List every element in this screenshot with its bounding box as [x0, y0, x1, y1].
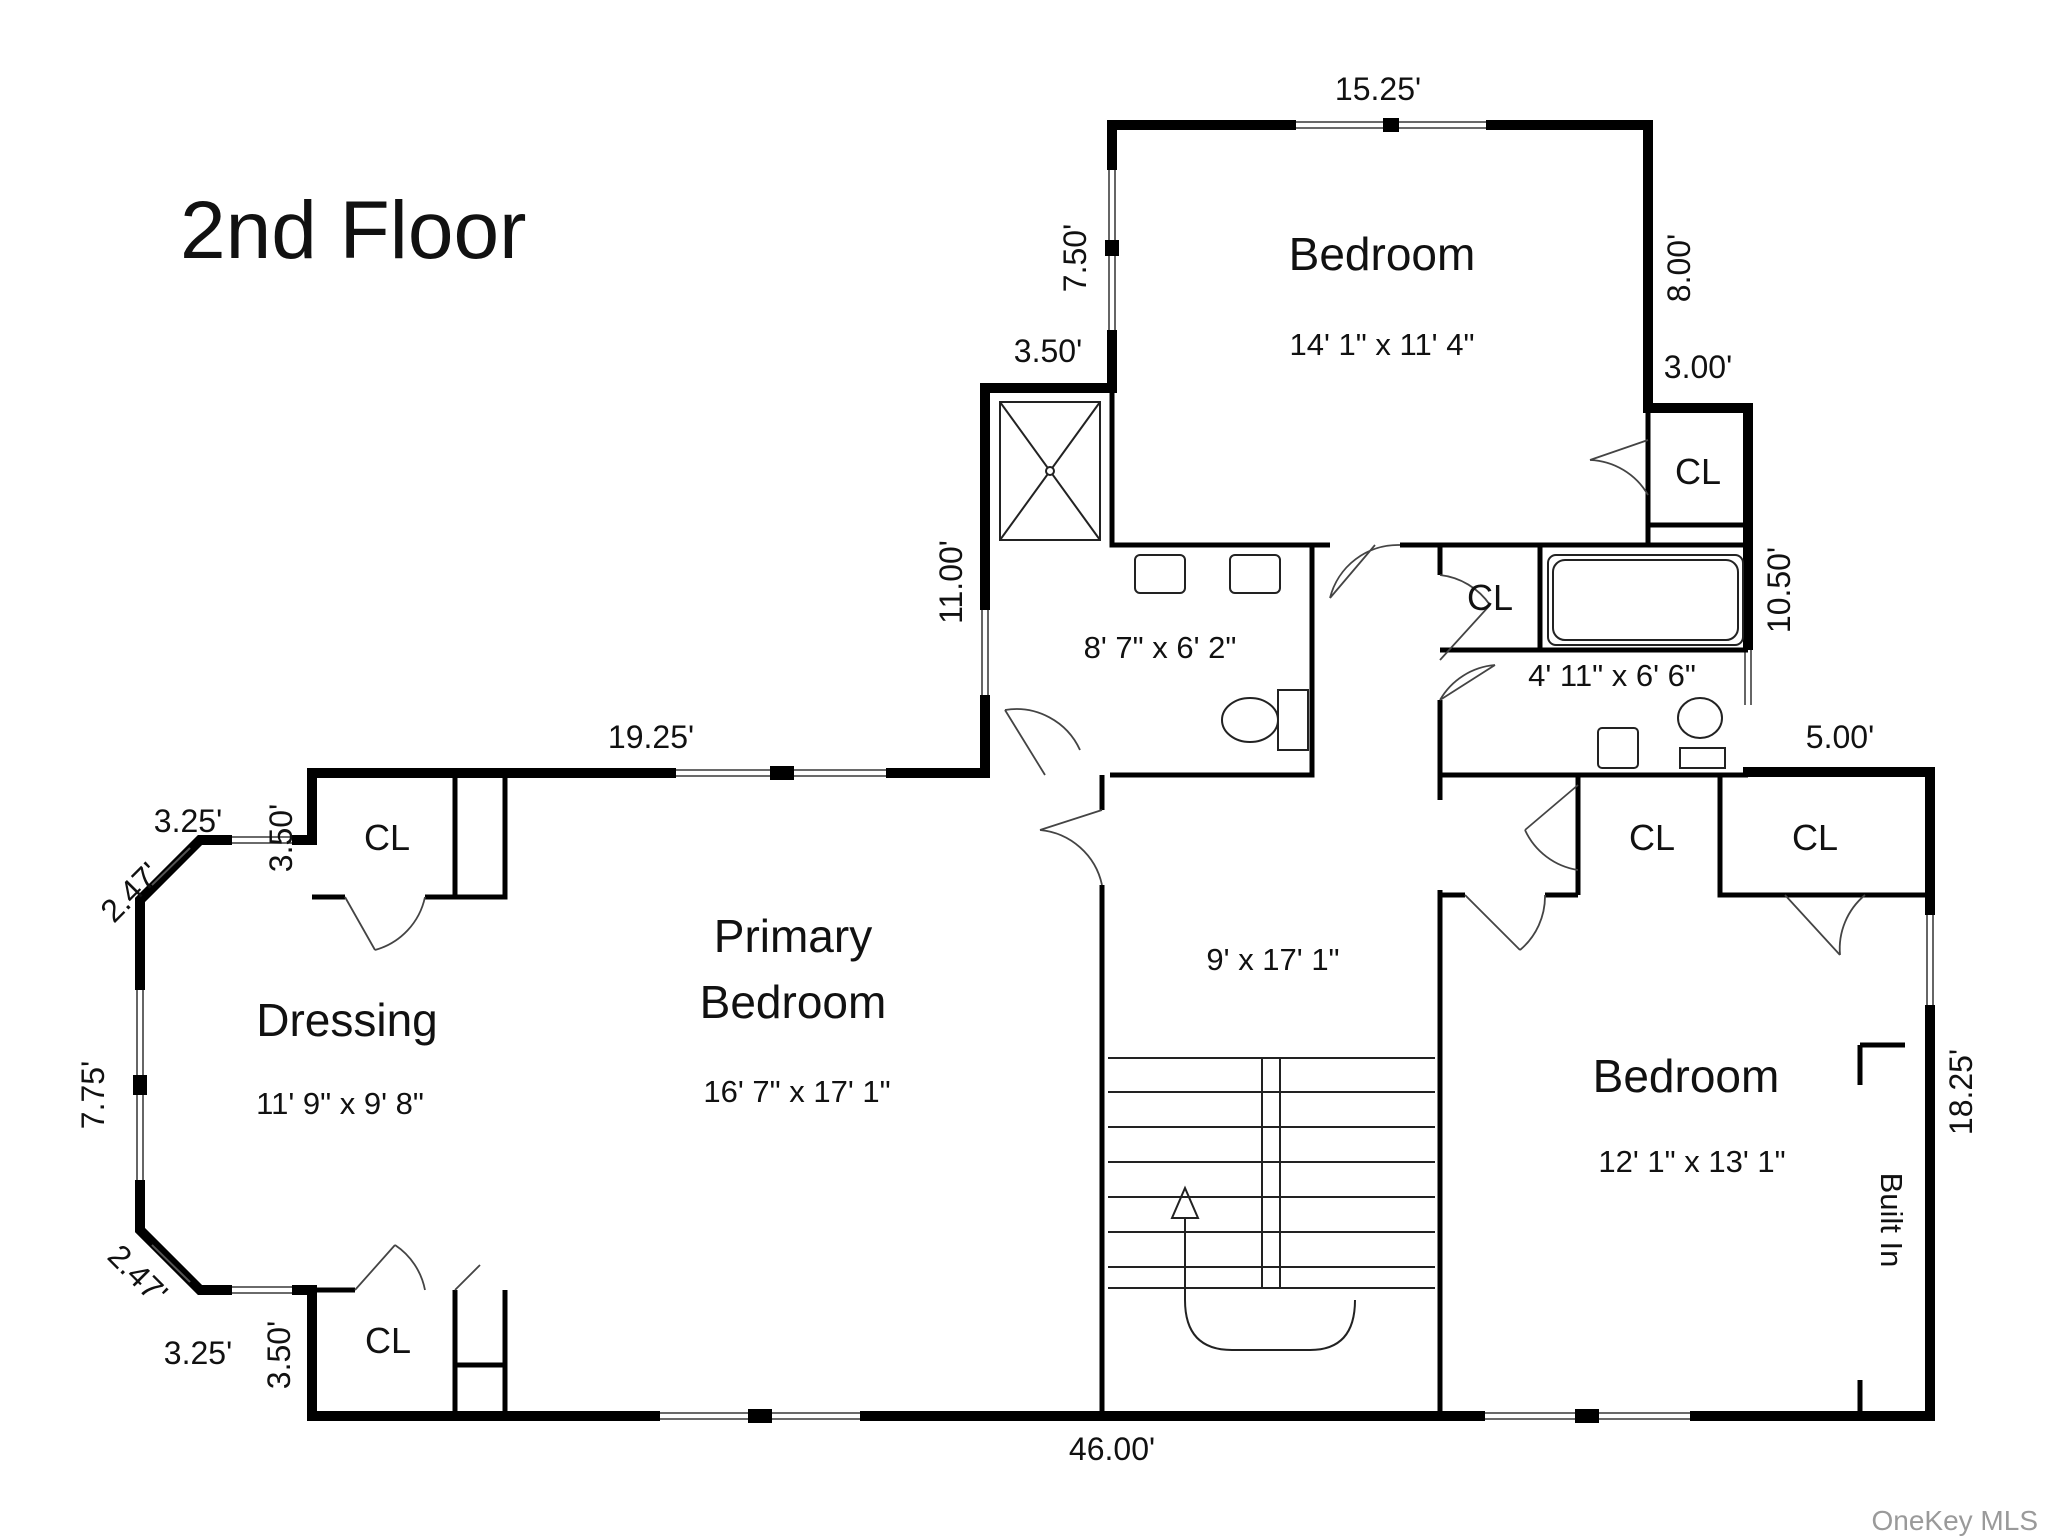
- sink-right: [1229, 554, 1281, 594]
- room-size-bedroom-right: 12' 1" x 13' 1": [1598, 1144, 1785, 1179]
- closet-label-right-1: CL: [1629, 817, 1675, 858]
- interior-walls: [312, 388, 1930, 1416]
- room-name-primary-line1: Primary: [714, 910, 872, 962]
- dim-bay-middle: 7.75': [75, 1061, 111, 1129]
- closet-label-top-right: CL: [1675, 451, 1721, 492]
- room-size-bath-hall: 4' 11" x 6' 6": [1528, 658, 1696, 693]
- toilet-bowl: [1221, 697, 1279, 743]
- dim-bay-top-side: 3.50': [263, 804, 299, 872]
- room-name-dressing: Dressing: [256, 994, 438, 1046]
- toilet-tank: [1277, 689, 1309, 751]
- closet-label-left-bottom: CL: [365, 1320, 411, 1361]
- staircase: [1108, 1057, 1435, 1351]
- watermark: OneKey MLS: [1871, 1505, 2038, 1536]
- room-size-bedroom-top: 14' 1" x 11' 4": [1290, 327, 1475, 362]
- dim-bath-left: 11.00': [933, 540, 969, 624]
- exterior-walls: [135, 120, 1935, 1421]
- dim-bottom-width: 46.00': [1069, 1431, 1155, 1467]
- built-in-label: Built In: [1874, 1173, 1909, 1268]
- floor-title: 2nd Floor: [180, 185, 526, 276]
- dim-bay-top-short: 3.25': [154, 803, 222, 839]
- door-swings: [344, 439, 1866, 1291]
- dimension-labels: 15.25' 7.50' 8.00' 3.50' 3.00' 11.00' 10…: [75, 71, 1979, 1467]
- closet-label-right-2: CL: [1792, 817, 1838, 858]
- dim-notch-left: 3.50': [1014, 333, 1082, 369]
- dim-right-side: 18.25': [1943, 1049, 1979, 1135]
- closet-label-hall: CL: [1467, 577, 1513, 618]
- hall-bath-sink: [1597, 727, 1639, 769]
- dim-top-right-side: 8.00': [1661, 234, 1697, 302]
- room-name-bedroom-right: Bedroom: [1593, 1050, 1780, 1102]
- room-name-primary-line2: Bedroom: [700, 976, 887, 1028]
- dim-bay-bottom-short: 3.25': [164, 1335, 232, 1371]
- dim-notch-right: 3.00': [1664, 349, 1732, 385]
- closet-label-left-top: CL: [364, 817, 410, 858]
- dim-top-width: 15.25': [1335, 71, 1421, 107]
- sink-left: [1134, 554, 1186, 594]
- room-size-hall: 9' x 17' 1": [1206, 942, 1339, 977]
- dim-right-step: 5.00': [1806, 719, 1874, 755]
- room-name-bedroom-top: Bedroom: [1289, 228, 1476, 280]
- dim-bay-top-diag: 2.47': [93, 855, 167, 929]
- dim-bay-bottom-side: 3.50': [261, 1321, 297, 1389]
- windows: [133, 118, 1936, 1423]
- room-size-dressing: 11' 9" x 9' 8": [256, 1086, 424, 1121]
- bath-fixtures: [999, 401, 1744, 769]
- room-size-primary: 16' 7" x 17' 1": [703, 1074, 890, 1109]
- hall-bath-toilet: [1677, 697, 1723, 739]
- dim-top-left-side: 7.50': [1057, 224, 1093, 292]
- room-size-bath-main: 8' 7" x 6' 2": [1084, 630, 1237, 665]
- dim-upper-left-wall: 19.25': [608, 719, 694, 755]
- dim-bath-right: 10.50': [1761, 547, 1797, 633]
